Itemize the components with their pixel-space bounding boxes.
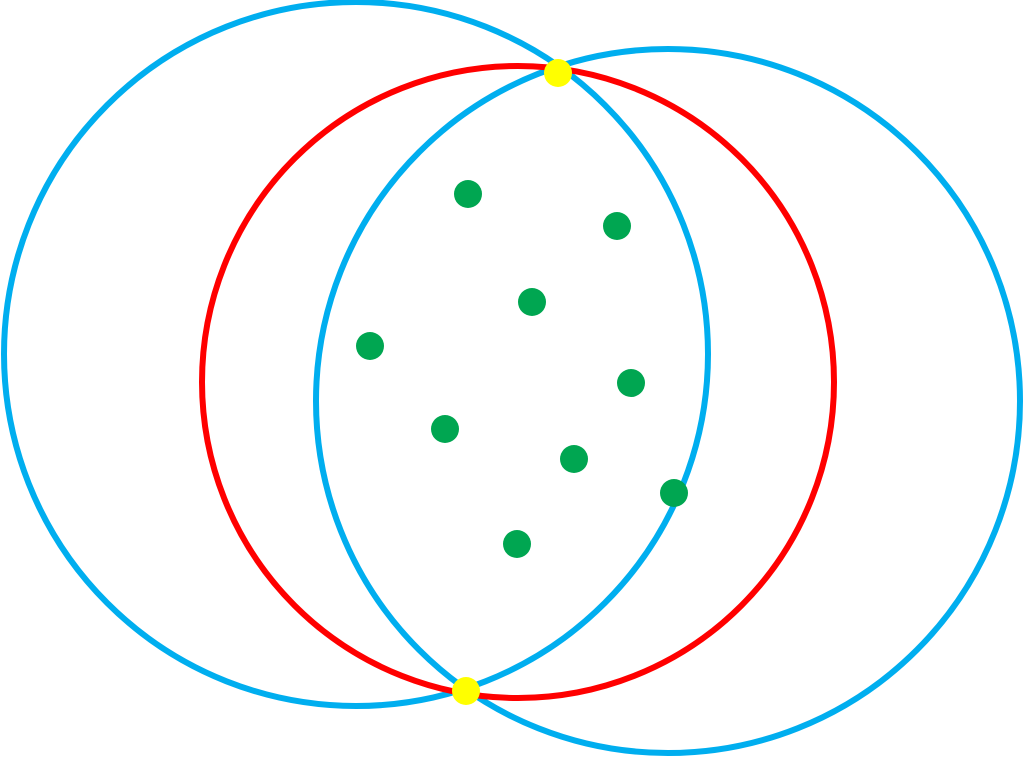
data-point (603, 212, 631, 240)
red-circle (199, 63, 837, 701)
data-point (356, 332, 384, 360)
data-point (518, 288, 546, 316)
bottom-intersection-point (452, 677, 480, 705)
data-point (431, 415, 459, 443)
left-blue-circle (1, 0, 711, 709)
data-points-layer (356, 180, 688, 558)
top-intersection-point (544, 59, 572, 87)
data-point (503, 530, 531, 558)
data-point (660, 479, 688, 507)
data-point (560, 445, 588, 473)
intersection-points-layer (452, 59, 572, 705)
right-blue-circle (313, 46, 1023, 756)
data-point (454, 180, 482, 208)
data-point (617, 369, 645, 397)
